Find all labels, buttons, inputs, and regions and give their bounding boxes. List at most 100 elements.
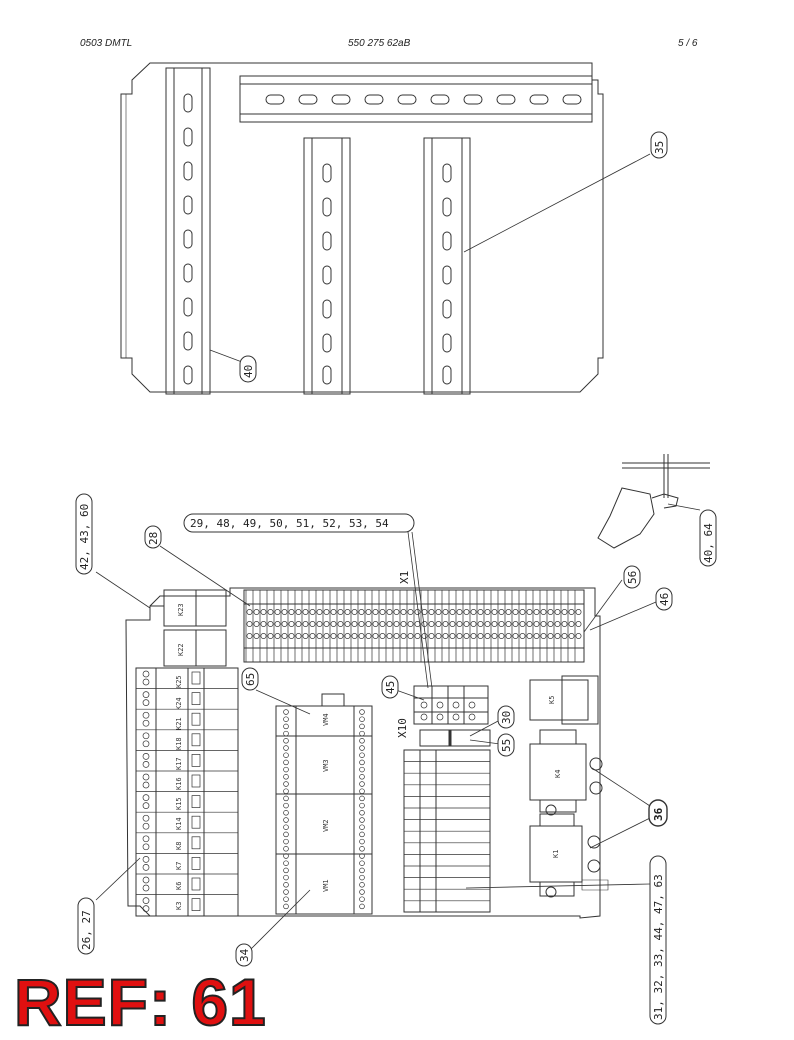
drawing-detail <box>283 730 289 737</box>
drawing-detail <box>330 609 337 615</box>
drawing-detail <box>526 621 533 627</box>
drawing-detail <box>512 633 519 639</box>
drawing-detail <box>470 633 477 639</box>
drawing-detail <box>547 621 554 627</box>
drawing-detail <box>561 633 568 639</box>
drawing-detail <box>379 621 386 627</box>
drawing-detail <box>142 843 150 851</box>
drawing-detail <box>142 699 150 706</box>
drawing-detail <box>358 621 365 627</box>
drawing-detail <box>283 889 289 895</box>
drawing-detail <box>393 633 400 639</box>
drawing-detail <box>191 671 201 685</box>
drawing-detail <box>359 846 365 852</box>
drawing-detail <box>246 609 253 615</box>
drawing-detail <box>519 633 526 639</box>
page-number: 5 / 6 <box>678 38 698 49</box>
ref-stamp: REF: 61 <box>13 964 267 1040</box>
drawing-detail <box>554 633 561 639</box>
label-k5: K5 <box>548 696 556 704</box>
drawing-detail <box>283 846 289 852</box>
drawing-detail <box>452 701 460 709</box>
drawing-detail <box>316 621 323 627</box>
callout-40: 40 <box>242 365 255 378</box>
drawing-detail <box>351 633 358 639</box>
drawing-detail <box>400 633 407 639</box>
drawing-detail <box>463 609 470 615</box>
drawing-detail <box>344 609 351 615</box>
drawing-detail <box>191 857 201 870</box>
drawing-detail <box>463 621 470 627</box>
drawing-detail <box>359 774 365 780</box>
drawing-detail <box>359 738 365 744</box>
drawing-detail <box>359 752 365 758</box>
drawing-detail <box>498 609 505 615</box>
drawing-detail <box>316 609 323 615</box>
drawing-detail <box>283 723 289 730</box>
drawing-detail <box>372 621 379 627</box>
drawing-detail <box>533 609 540 615</box>
drawing-detail <box>519 609 526 615</box>
drawing-detail <box>372 633 379 639</box>
drawing-detail <box>337 633 344 639</box>
drawing-detail <box>505 621 512 627</box>
drawing-detail <box>547 609 554 615</box>
relay-block-k23-k22 <box>150 589 227 667</box>
label-k23: K23 <box>177 603 185 616</box>
drawing-detail <box>283 774 289 780</box>
drawing-detail <box>414 621 421 627</box>
drawing-detail <box>512 621 519 627</box>
drawing-detail <box>421 621 428 627</box>
drawing-detail <box>191 692 201 705</box>
vm-module-stack <box>275 693 373 915</box>
drawing-detail <box>477 633 484 639</box>
drawing-detail <box>359 889 365 895</box>
callout-65: 65 <box>244 673 257 686</box>
drawing-detail <box>309 609 316 615</box>
drawing-detail <box>323 633 330 639</box>
drawing-detail <box>452 713 460 721</box>
drawing-detail <box>274 621 281 627</box>
drawing-detail <box>456 621 463 627</box>
label-x10: X10 <box>396 718 409 738</box>
drawing-detail <box>386 633 393 639</box>
drawing-detail <box>428 621 435 627</box>
drawing-detail <box>344 633 351 639</box>
drawing-detail <box>281 621 288 627</box>
drawing-detail <box>358 609 365 615</box>
drawing-detail <box>393 609 400 615</box>
drawing-detail <box>344 621 351 627</box>
drawing-detail <box>359 874 365 881</box>
label-k7: K7 <box>175 862 183 870</box>
drawing-detail <box>365 609 372 615</box>
drawing-detail <box>421 633 428 639</box>
callout-36: 36 <box>652 807 665 821</box>
drawing-detail <box>468 713 476 721</box>
drawing-detail <box>468 701 476 709</box>
label-vm1: VM1 <box>322 879 330 892</box>
drawing-detail <box>449 609 456 615</box>
drawing-detail <box>267 609 274 615</box>
drawing-detail <box>302 609 309 615</box>
relay-k4 <box>529 729 603 813</box>
label-k8: K8 <box>175 842 183 850</box>
label-k18: K18 <box>175 737 183 750</box>
din-rail-vertical-right <box>423 137 471 395</box>
drawing-detail <box>295 621 302 627</box>
drawing-detail <box>442 621 449 627</box>
drawing-detail <box>283 752 289 758</box>
drawing-detail <box>359 788 365 794</box>
label-k21: K21 <box>175 717 183 730</box>
mounting-plate <box>120 62 604 393</box>
drawing-detail <box>359 838 365 845</box>
drawing-detail <box>323 621 330 627</box>
drawing-detail <box>316 633 323 639</box>
drawing-detail <box>142 802 150 809</box>
drawing-detail <box>359 709 365 715</box>
drawing-detail <box>359 723 365 730</box>
drawing-detail <box>540 633 547 639</box>
drawing-detail <box>421 609 428 615</box>
drawing-detail <box>295 633 302 639</box>
drawing-detail <box>379 609 386 615</box>
